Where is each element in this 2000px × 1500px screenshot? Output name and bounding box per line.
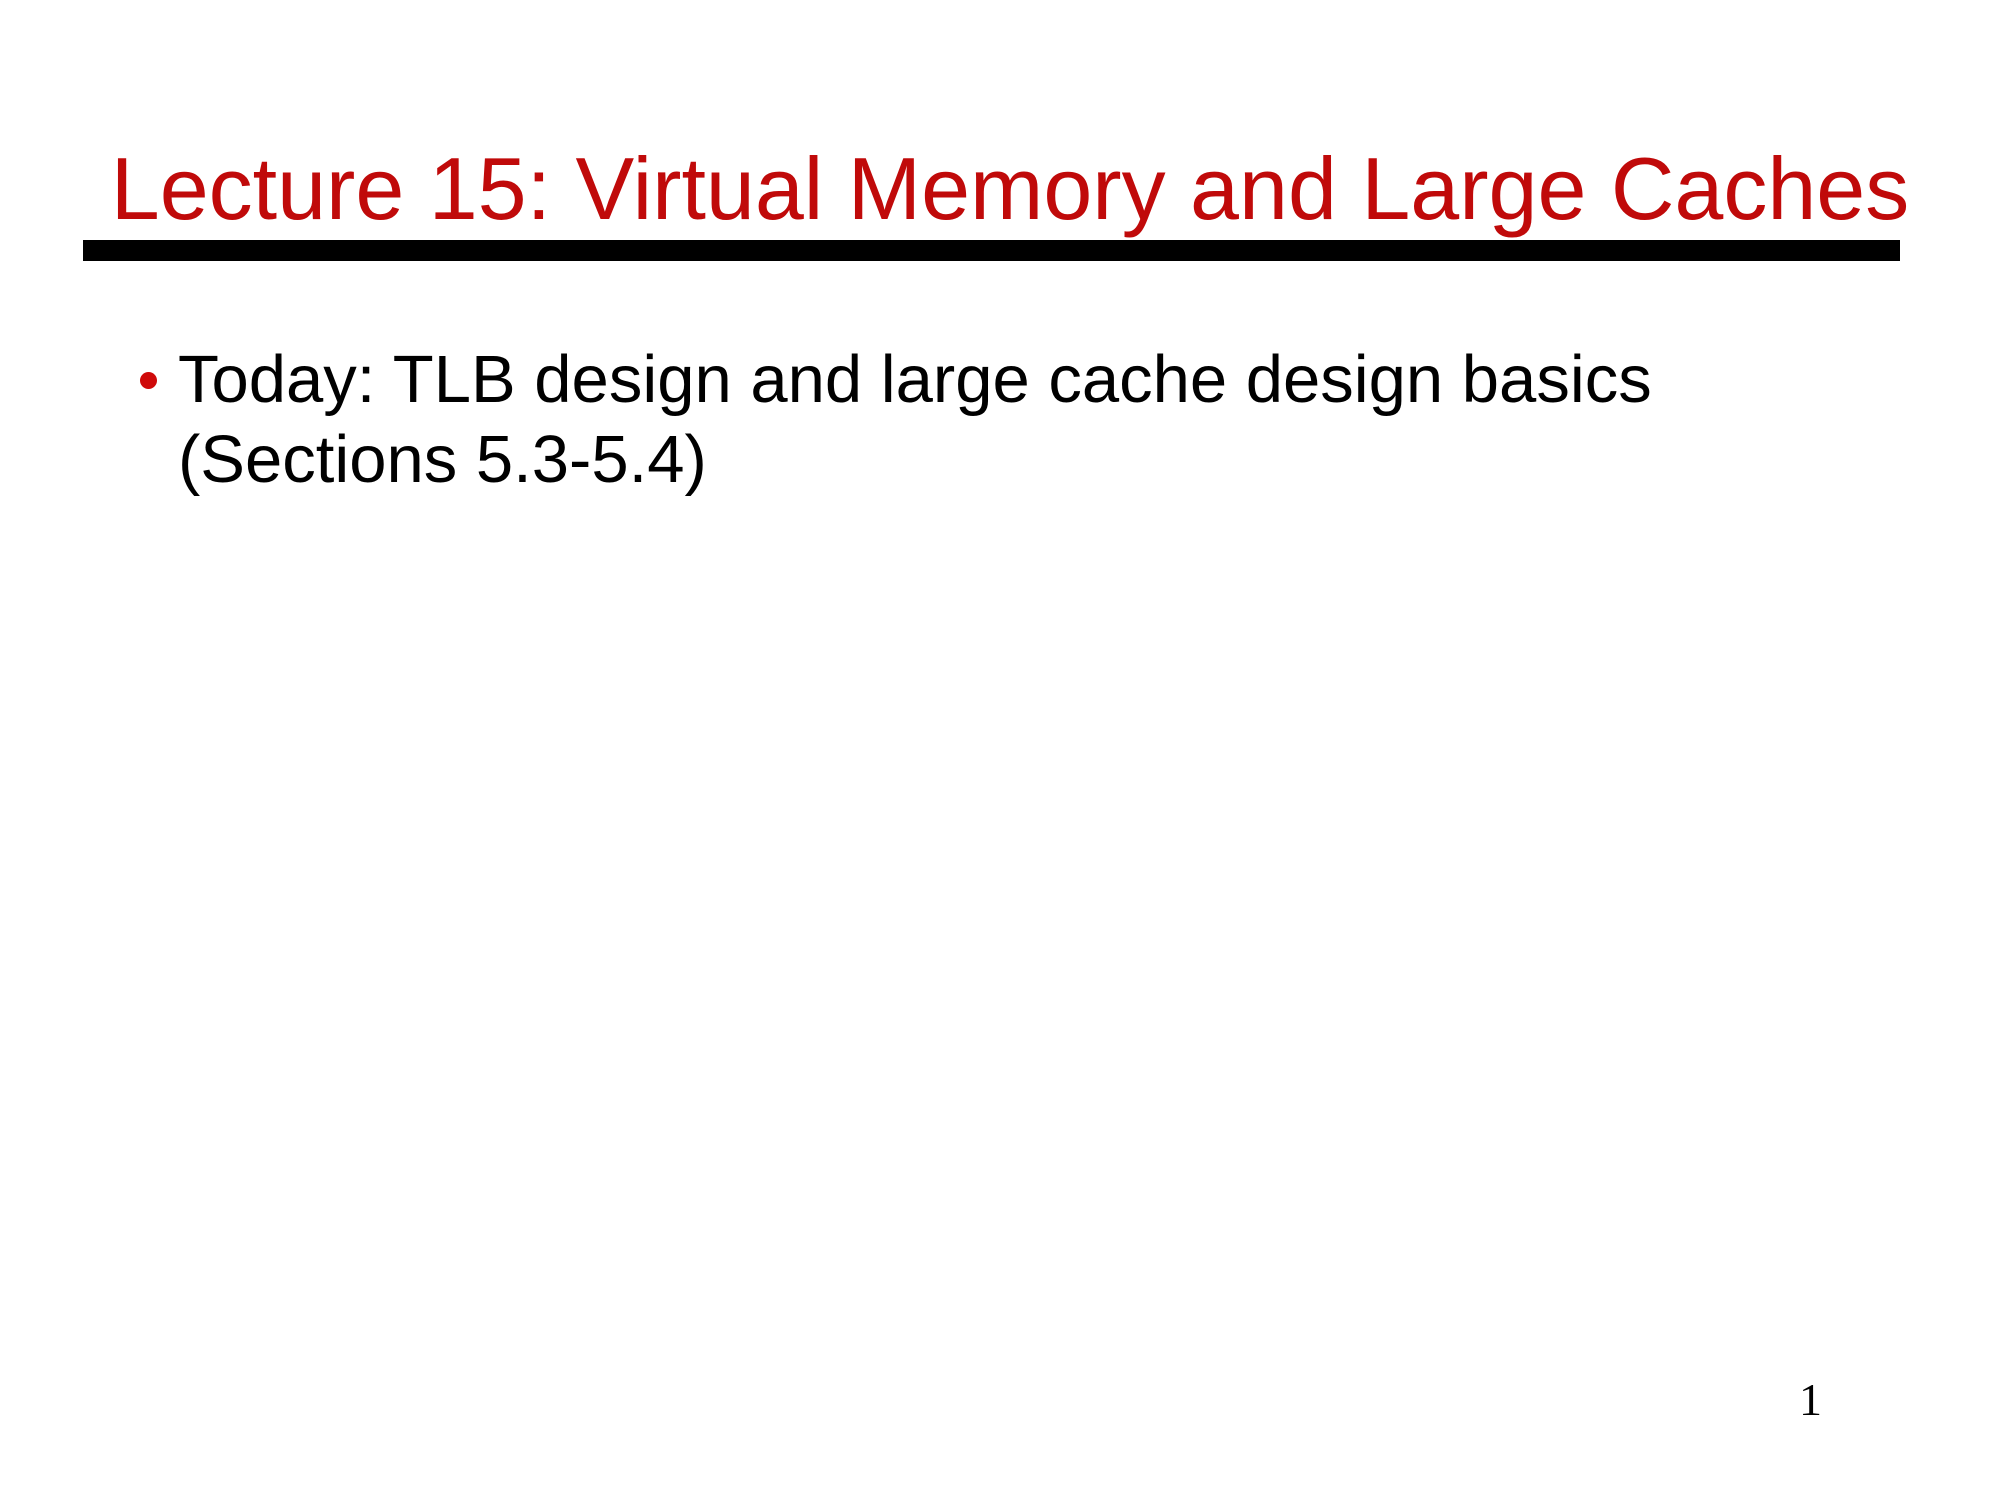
bullet-list-item: Today: TLB design and large cache design… bbox=[120, 340, 1880, 500]
slide-title: Lecture 15: Virtual Memory and Large Cac… bbox=[110, 138, 1910, 238]
red-round-bullet-icon bbox=[140, 372, 157, 389]
title-divider-rule bbox=[83, 240, 1900, 261]
page-number: 1 bbox=[1799, 1374, 1822, 1425]
slide-bullet-list: Today: TLB design and large cache design… bbox=[120, 340, 1880, 518]
bullet-item-label: Today: TLB design and large cache design… bbox=[178, 342, 1652, 497]
